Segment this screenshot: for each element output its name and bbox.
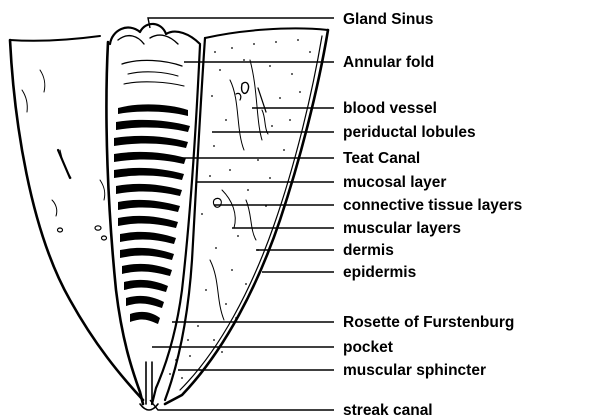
label-blood-vessel: blood vessel <box>343 100 437 117</box>
label-connective-tissue-layers: connective tissue layers <box>343 197 522 214</box>
label-annular-fold: Annular fold <box>343 54 434 71</box>
label-streak-canal: streak canal <box>343 402 433 419</box>
leader-gland-sinus <box>148 18 334 28</box>
label-rosette-of-furstenburg: Rosette of Furstenburg <box>343 314 514 331</box>
label-gland-sinus: Gland Sinus <box>343 11 433 28</box>
label-dermis: dermis <box>343 242 394 259</box>
label-muscular-sphincter: muscular sphincter <box>343 362 486 379</box>
label-muscular-layers: muscular layers <box>343 220 461 237</box>
right-cut-top <box>205 28 328 38</box>
label-epidermis: epidermis <box>343 264 416 281</box>
gland-sinus-fold <box>110 24 200 44</box>
top-cut-edge <box>10 36 100 41</box>
labels: Gland Sinus Annular fold blood vessel pe… <box>343 11 522 419</box>
label-teat-canal: Teat Canal <box>343 150 420 167</box>
leader-streak-canal <box>150 400 334 410</box>
canal-mucosal-folds <box>114 104 190 324</box>
label-pocket: pocket <box>343 339 393 356</box>
teat-illustration <box>10 24 328 410</box>
label-mucosal-layer: mucosal layer <box>343 174 446 191</box>
label-periductal-lobules: periductal lobules <box>343 124 476 141</box>
leader-lines <box>122 18 334 410</box>
